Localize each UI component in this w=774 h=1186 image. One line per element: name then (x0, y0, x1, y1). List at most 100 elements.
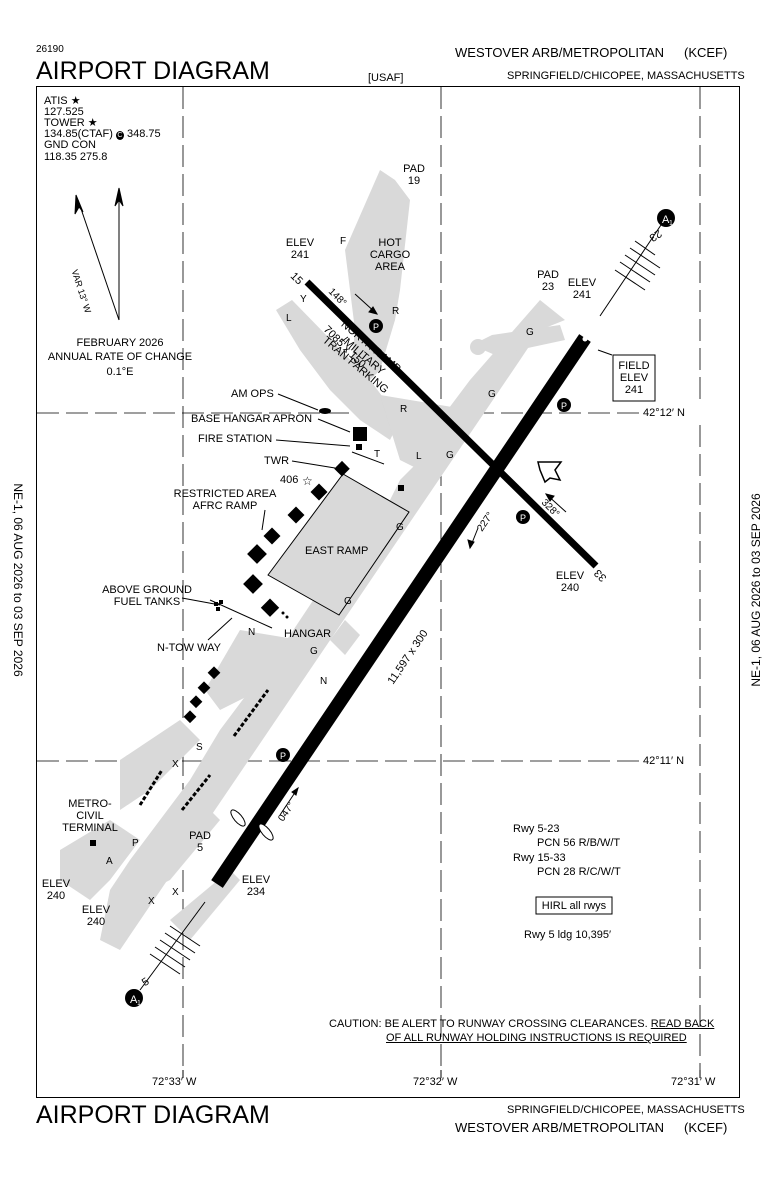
am-ops-marker (319, 408, 331, 414)
twr-height: 406 (280, 474, 299, 486)
svg-text:P: P (561, 401, 567, 411)
rwy-5-label: 5 (140, 976, 152, 989)
hangar-label: HANGAR (284, 628, 332, 640)
atis-label: ATIS ★ (44, 95, 81, 107)
taxiway-r-south: R (400, 404, 408, 415)
hdg-227: 227° (475, 510, 496, 533)
arresting-gear (230, 809, 274, 841)
footer-title: AIRPORT DIAGRAM (36, 1101, 270, 1129)
heading-arrows (279, 293, 567, 816)
note-pcn-15-33: PCN 28 R/C/W/T (537, 866, 621, 878)
mag-rate: 0.1°E (106, 366, 134, 378)
ctaf-icon: C (115, 131, 124, 140)
tower-label: TOWER ★ (44, 117, 98, 129)
rwy-15-label: 15 (288, 270, 305, 287)
a1-bottom-sub: 1 (137, 1000, 141, 1007)
note-ldg: Rwy 5 ldg 10,395′ (524, 929, 612, 941)
runway-15-33 (304, 279, 599, 569)
fuel-tanks-marker (214, 600, 223, 611)
segmented-circle (537, 461, 563, 484)
hangar-rows (138, 689, 270, 811)
taxiway-s: S (196, 742, 203, 753)
mag-date: FEBRUARY 2026 (76, 337, 164, 349)
magnetic-variation-arrows (74, 187, 124, 321)
papi-markers: P P P P (276, 319, 571, 762)
taxiway-l-north: L (286, 313, 292, 324)
taxiway-l-south: L (416, 451, 422, 462)
taxiway-r-north: R (392, 306, 400, 317)
rwy-23-label: 23 (647, 227, 664, 244)
note-rwy-15-33: Rwy 15-33 (513, 852, 566, 864)
tower-frequency: 134.85(CTAF) C 348.75 (44, 128, 161, 140)
taxiway-a: A (106, 856, 113, 867)
a1-marker-top: A 1 (657, 209, 675, 227)
svg-text:P: P (280, 751, 286, 761)
rwy-5-23-dims: 11,597 x 300 (386, 628, 431, 687)
airport-name: WESTOVER ARB/METROPOLITAN (455, 45, 664, 60)
n-tow-way-label: N-TOW WAY (157, 642, 221, 654)
approach-lights-5 (139, 901, 206, 991)
taxiway-f: F (340, 236, 347, 247)
hirl-box (535, 896, 613, 915)
gnd-label: GND CON (44, 139, 96, 151)
map-frame (36, 86, 740, 1098)
hangar-dots (281, 611, 289, 619)
a1-top-sub: 1 (669, 220, 673, 227)
rwy-33-label: 33 (592, 567, 609, 584)
approach-lights-23 (599, 221, 664, 317)
svg-text:P: P (373, 322, 379, 332)
footer-airport-ident: (KCEF) (684, 1120, 728, 1135)
grid-ticks (182, 1070, 701, 1078)
lat-south: 42°11′ N (643, 755, 685, 767)
fire-station-label: FIRE STATION (198, 433, 273, 445)
caution-line1: CAUTION: BE ALERT TO RUNWAY CROSSING CLE… (329, 1018, 715, 1030)
tower-star-icon: ☆ (302, 474, 313, 488)
a1-marker-bottom: A 1 (125, 989, 143, 1007)
note-hirl: HIRL all rwys (541, 900, 607, 912)
runway-5-23 (211, 334, 591, 888)
rwy-23-end-dot (582, 336, 588, 342)
airport-ident: (KCEF) (684, 45, 728, 60)
mag-rate-label: ANNUAL RATE OF CHANGE (47, 351, 193, 363)
taxiway-g3: G (446, 450, 454, 461)
callout-lines (181, 349, 613, 641)
east-ramp-label: EAST RAMP (305, 545, 369, 557)
taxiway-n1: N (248, 627, 256, 638)
svg-text:P: P (520, 513, 526, 523)
usaf-label: [USAF] (368, 72, 404, 84)
taxiway-areas (60, 170, 565, 950)
taxiway-g4: G (396, 522, 404, 533)
taxiway-g6: G (310, 646, 318, 657)
footer-location: SPRINGFIELD/CHICOPEE, MASSACHUSETTS (507, 1104, 745, 1116)
caution-line2: OF ALL RUNWAY HOLDING INSTRUCTIONS IS RE… (386, 1032, 687, 1044)
east-ramp-area (267, 473, 410, 616)
note-rwy-5-23: Rwy 5-23 (513, 823, 560, 835)
atis-frequency: 127.525 (44, 106, 84, 118)
page-title: AIRPORT DIAGRAM (36, 57, 270, 85)
lon-mid: 72°32′ W (413, 1076, 458, 1088)
lon-east: 72°31′ W (671, 1076, 716, 1088)
hdg-047: 047° (276, 800, 297, 823)
airport-location: SPRINGFIELD/CHICOPEE, MASSACHUSETTS (507, 70, 745, 82)
base-hangar-apron-label: BASE HANGAR APRON (191, 413, 313, 425)
taxiway-g5: G (344, 596, 352, 607)
taxiway-x2: X (172, 887, 179, 898)
a1-top-letter: A (662, 214, 670, 226)
note-pcn-5-23: PCN 56 R/B/W/T (537, 837, 621, 849)
taxiway-x1: X (172, 759, 179, 770)
taxiway-n2: N (320, 676, 328, 687)
taxiway-x3: X (148, 896, 155, 907)
taxiway-p: P (132, 838, 139, 849)
